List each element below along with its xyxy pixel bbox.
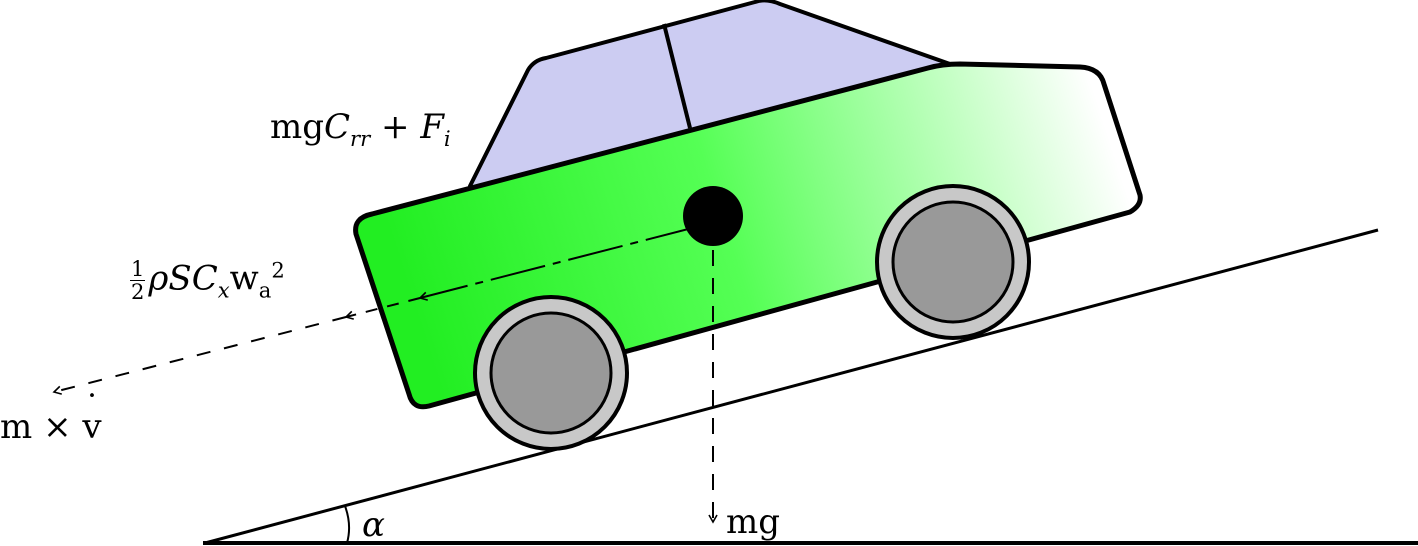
fraction-denominator: 2 (131, 279, 145, 305)
plus-sign: + (381, 107, 410, 147)
front-wheel (875, 184, 1031, 340)
inertia-force-arrow (52, 316, 347, 395)
squared-exponent: 2 (271, 257, 285, 283)
i-subscript: i (443, 125, 451, 151)
inertia-label: m × v (0, 410, 102, 444)
slope-angle-label: α (362, 508, 385, 542)
rr-subscript: rr (350, 125, 371, 151)
v-dot-symbol: v (82, 410, 101, 444)
times-sign: × (43, 407, 72, 447)
alpha-symbol: α (362, 505, 385, 545)
rear-wheel (473, 295, 629, 451)
a-subscript: a (258, 277, 272, 303)
fraction-numerator: 1 (130, 256, 146, 282)
drag-force-arrow (418, 225, 701, 301)
window-pillar (662, 23, 692, 129)
m-symbol: m (0, 407, 33, 447)
rho-symbol: ρ (148, 258, 169, 299)
w-symbol: w (229, 258, 259, 299)
gravity-text: mg (726, 502, 781, 542)
f-symbol: F (420, 107, 444, 147)
s-symbol: S (168, 258, 192, 299)
x-subscript: x (217, 277, 230, 303)
center-of-mass (683, 186, 743, 246)
mg-text: mg (270, 107, 325, 147)
slope-line (204, 228, 1379, 545)
cx-symbol: C (191, 258, 218, 299)
gravity-label: mg (726, 505, 780, 539)
c-symbol: C (324, 107, 351, 147)
rolling-resistance-label: mgCrr + Fi (270, 107, 451, 149)
angle-arc (344, 505, 351, 544)
